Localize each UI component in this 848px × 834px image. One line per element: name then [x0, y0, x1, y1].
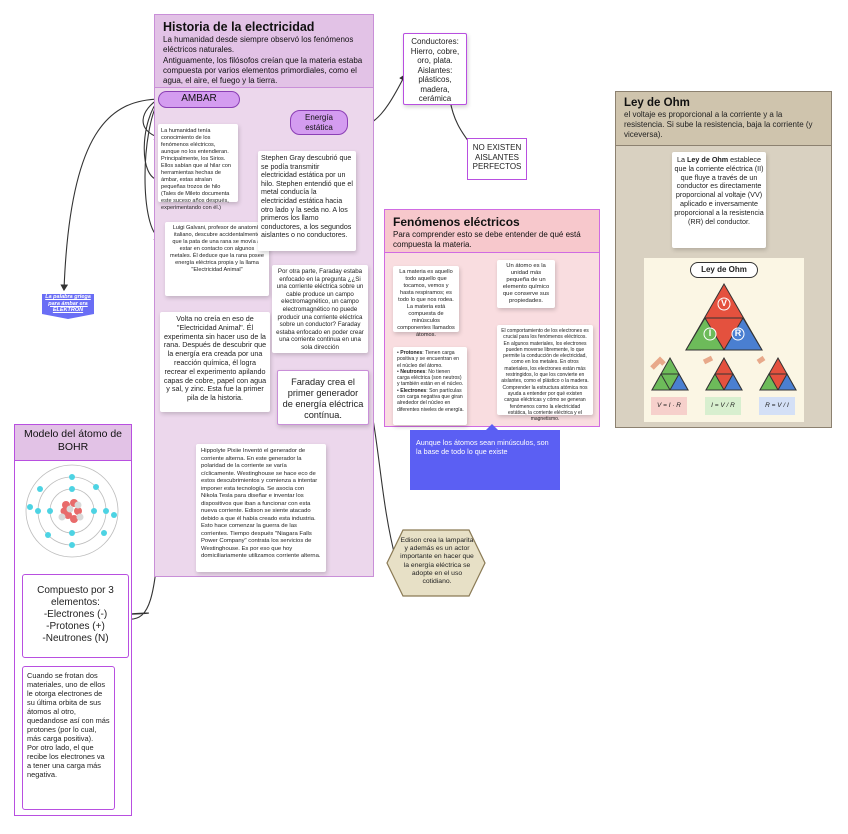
particle-neutrones: • Neutrones: No tienen carga eléctrica (…: [397, 368, 464, 388]
electron-flag-text: La palabra griega para ámbar era ELEKTRO…: [45, 294, 91, 313]
bohr-atom-diagram: [25, 464, 119, 558]
ohm-small-triangle-v: [705, 356, 743, 391]
ohm-header: Ley de Ohm el voltaje es proporcional a …: [615, 91, 832, 146]
ohm-main-triangle: [685, 282, 763, 351]
card-materia: La materia es aquello todo aquello que t…: [393, 266, 459, 338]
formula-v: V = I · R: [651, 397, 687, 415]
no-aislantes-card: NO EXISTEN AISLANTES PERFECTOS: [467, 138, 527, 180]
historia-header: Historia de la electricidad La humanidad…: [154, 14, 374, 88]
card-galvani: Luigi Galvani, profesor de anatomía ital…: [165, 222, 269, 296]
ohm-diagram-title: Ley de Ohm: [690, 262, 758, 278]
ohm-small-triangle-i: [651, 356, 689, 391]
blue-note-text: Aunque los átomos sean minúsculos, son l…: [416, 438, 549, 456]
ohm-subtitle: el voltaje es proporcional a la corrient…: [624, 110, 813, 139]
bohr-compuesto: Compuesto por 3 elementos:: [37, 585, 114, 608]
blue-note-notch: [482, 424, 502, 434]
conductores-card: Conductores: Hierro, cobre, oro, plata. …: [403, 33, 467, 105]
hand-icon: [650, 356, 666, 370]
bohr-title: Modelo del átomo de BOHR: [23, 428, 123, 453]
particle-protones-desc: : Tienen carga positiva y se encuentran …: [397, 350, 460, 369]
ohm-label-v: V: [720, 298, 727, 308]
edison-hexagon: [386, 529, 486, 597]
bohr-protones: -Protones (+): [46, 621, 105, 632]
bohr-electrones: -Electrones (-): [43, 609, 108, 620]
ohm-label-i: I: [708, 328, 712, 338]
fenomenos-title: Fenómenos eléctricos: [393, 215, 520, 229]
historia-title: Historia de la electricidad: [163, 20, 315, 34]
electron-flag: [42, 294, 94, 319]
ohm-card-bold: Ley de Ohm: [687, 155, 729, 164]
particle-neutrones-desc: : No tienen carga eléctrica (son neutros…: [397, 368, 464, 388]
ohm-card-post: establece que la corriente eléctrica (II…: [674, 155, 764, 226]
formula-i: I = V / R: [705, 397, 741, 415]
bohr-header: Modelo del átomo de BOHR: [14, 424, 132, 461]
edison-text: Edison crea la lamparita y además es un …: [400, 537, 474, 586]
ohm-card-pre: La: [677, 155, 688, 164]
connector-ambar-electron: [60, 98, 161, 292]
card-comportamiento: El comportamiento de los electrones es c…: [497, 325, 593, 422]
card-faraday: Faraday crea el primer generador de ener…: [277, 370, 369, 425]
fenomenos-subtitle: Para comprender esto se debe entender de…: [393, 230, 581, 249]
energia-estatica-node[interactable]: Energía estática: [290, 110, 348, 135]
bohr-frotan-card: Cuando se frotan dos materiales, uno de …: [22, 666, 115, 810]
fenomenos-header: Fenómenos eléctricos Para comprender est…: [384, 209, 600, 253]
card-gray: Stephen Gray descubrió que se podía tran…: [258, 151, 356, 251]
particle-protones: • Protones: Tienen carga positiva y se e…: [397, 350, 460, 369]
card-tales: La humanidad tenía conocimiento de los f…: [158, 124, 238, 211]
ohm-triangles: [650, 282, 797, 391]
ambar-node[interactable]: AMBAR: [158, 91, 240, 108]
formula-r: R = V / I: [759, 397, 795, 415]
card-atomo: Un átomo es la unidad más pequeña de un …: [497, 260, 555, 308]
ohm-card: La Ley de Ohm establece que la corriente…: [672, 152, 766, 248]
card-faraday-question: Por otra parte, Faraday estaba enfocado …: [272, 265, 368, 353]
blue-note: Aunque los átomos sean minúsculos, son l…: [410, 430, 560, 490]
card-particulas: • Protones: Tienen carga positiva y se e…: [393, 347, 467, 425]
hand-icon: [702, 355, 714, 365]
ohm-label-r: R: [734, 328, 742, 338]
particle-electrones-desc: : Son partículas con carga negativa que …: [397, 387, 464, 413]
historia-intro: Antiguamente, los filósofos creían que l…: [163, 56, 363, 85]
ambar-label: AMBAR: [181, 93, 217, 104]
hand-icon: [756, 355, 766, 365]
particle-protones-term: Protones: [400, 350, 423, 356]
particle-electrones: • Electrones: Son partículas con carga n…: [397, 387, 464, 413]
particle-neutrones-term: Neutrones: [400, 368, 426, 375]
card-pixie: Hippolyte Pixiie Inventó el generador de…: [196, 444, 326, 572]
particle-electrones-term: Electrones: [400, 387, 427, 394]
energia-estatica-label: Energía estática: [304, 113, 334, 132]
card-volta: Volta no creía en eso de "Electricidad A…: [160, 312, 270, 412]
ohm-title: Ley de Ohm: [624, 97, 690, 109]
historia-subtitle: La humanidad desde siempre observó los f…: [163, 35, 354, 54]
ohm-small-triangle-r: [759, 356, 797, 391]
bohr-neutrones: -Neutrones (N): [42, 633, 109, 644]
bohr-compuesto-card: Compuesto por 3 elementos: -Electrones (…: [22, 574, 129, 658]
